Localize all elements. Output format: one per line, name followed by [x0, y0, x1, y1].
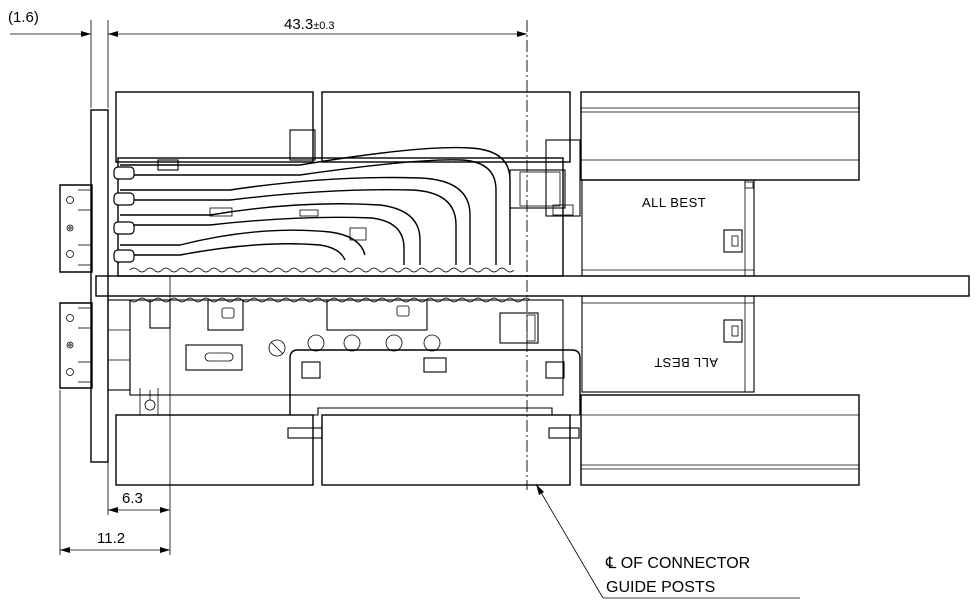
dim-offset-a: [107, 276, 171, 555]
dim-overall-length: [108, 31, 527, 37]
dim-offset-b: [59, 390, 170, 555]
callout-leader: [535, 483, 800, 599]
bezel-plate: [90, 109, 109, 463]
guide-post-clamp: [287, 349, 581, 439]
top-cage-marking: ALL BEST: [642, 195, 706, 210]
rear-housing: [107, 299, 131, 391]
dim-offset-b-label: 11.2: [97, 530, 125, 547]
dim-overall-tolerance: ±0.3: [313, 20, 334, 32]
bottom-cage: [129, 295, 755, 396]
front-connector-bottom: [59, 302, 93, 389]
top-cage: [117, 129, 755, 277]
cable-bundle: [113, 146, 511, 265]
bottom-cage-marking: ALL BEST: [654, 355, 718, 370]
dim-offset-a-label: 6.3: [122, 490, 143, 507]
dim-overall-value: 43.3: [284, 16, 313, 33]
keyhole-component: [139, 388, 159, 415]
dim-overall-length-label: 43.3±0.3: [284, 16, 335, 33]
top-heatsink-blocks: [115, 91, 860, 181]
callout-line-2: GUIDE POSTS: [606, 579, 715, 596]
pcb-board: [95, 275, 970, 297]
bottom-heatsink-blocks: [115, 394, 860, 486]
dim-pcb-thickness-label: (1.6): [8, 9, 39, 26]
front-connector-top: [59, 184, 93, 273]
callout-line-1: ℄ OF CONNECTOR: [605, 555, 750, 572]
dim-pcb-thickness: [10, 20, 118, 108]
pcb-component-strip: [129, 267, 531, 303]
